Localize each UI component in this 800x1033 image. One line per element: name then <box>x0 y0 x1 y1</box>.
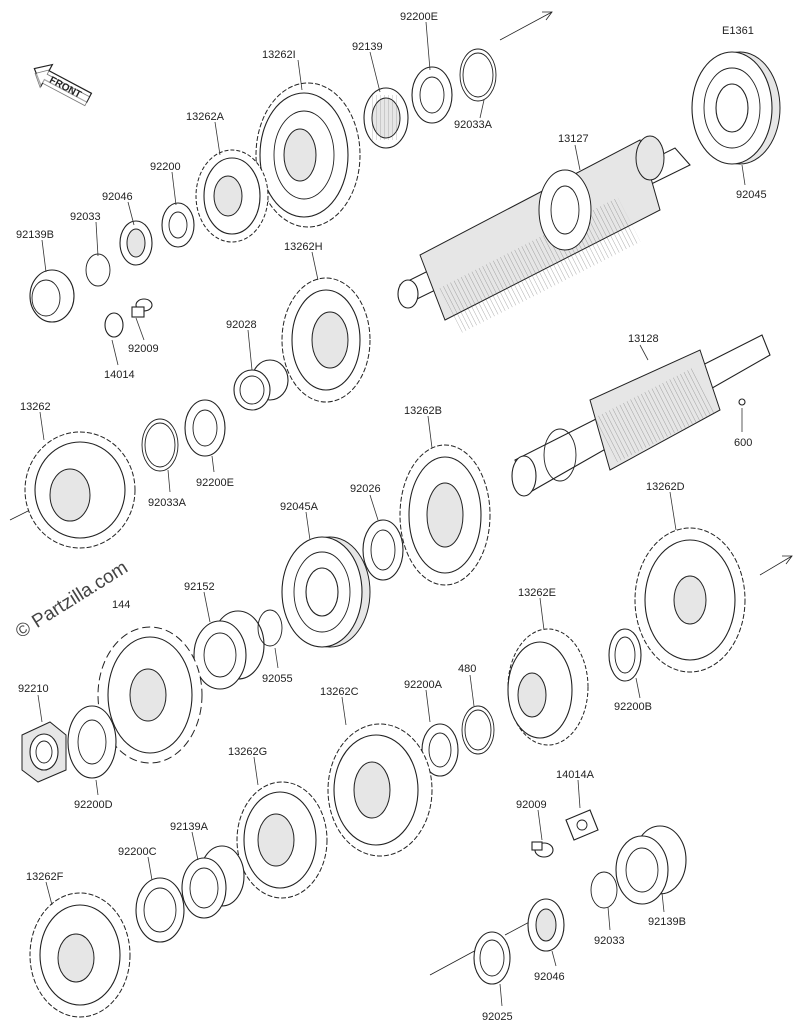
gear-13262D <box>634 527 746 673</box>
label-92139B-bottom: 92139B <box>648 916 686 928</box>
snapring-92033A-top <box>459 48 497 102</box>
label-92009-bottom: 92009 <box>516 799 547 811</box>
bushing-92028 <box>233 359 289 411</box>
label-92025: 92025 <box>482 1011 513 1023</box>
diagram-id: E1361 <box>722 25 754 37</box>
bolt-92009-top <box>131 298 153 318</box>
needle-bearing-92046-bottom <box>527 898 565 952</box>
bushing-92139B-top <box>29 269 75 323</box>
washer-92200D <box>67 705 117 779</box>
label-92045A: 92045A <box>280 501 319 513</box>
label-92055: 92055 <box>262 673 293 685</box>
label-92210: 92210 <box>18 683 49 695</box>
label-13262E: 13262E <box>518 587 556 599</box>
assembly-axes <box>9 11 793 976</box>
label-92028: 92028 <box>226 319 257 331</box>
label-92139A: 92139A <box>170 821 209 833</box>
label-92139: 92139 <box>352 41 383 53</box>
stopper-14014 <box>104 312 124 338</box>
label-13262A: 13262A <box>186 111 225 123</box>
label-92200C: 92200C <box>118 846 157 858</box>
label-92033A-mid: 92033A <box>148 497 187 509</box>
bushing-92139B-bottom <box>615 825 687 905</box>
label-92033-top: 92033 <box>70 211 101 223</box>
label-13127: 13127 <box>558 133 589 145</box>
label-92200E-mid: 92200E <box>196 477 234 489</box>
oring-92055 <box>257 609 283 647</box>
label-92139B-top: 92139B <box>16 229 54 241</box>
needle-bearing-92046-top <box>119 220 153 266</box>
collar-92152 <box>193 610 265 690</box>
label-92033-bottom: 92033 <box>594 935 625 947</box>
label-480: 480 <box>458 663 476 675</box>
gear-13262B <box>399 444 491 586</box>
washer-92200 <box>161 202 195 248</box>
gear-13262H <box>281 277 371 403</box>
label-92200D: 92200D <box>74 799 113 811</box>
snapring-92033-bottom <box>590 871 618 909</box>
label-600: 600 <box>734 437 752 449</box>
label-92026: 92026 <box>350 483 381 495</box>
label-92200: 92200 <box>150 161 181 173</box>
washer-92200A <box>421 723 459 777</box>
label-92200A: 92200A <box>404 679 443 691</box>
label-13128: 13128 <box>628 333 659 345</box>
label-13262D: 13262D <box>646 481 685 493</box>
part-labels: E1361 92200E 92139 13262I 13262A 92200 9… <box>16 11 767 1023</box>
label-144: 144 <box>112 599 130 611</box>
label-13262I: 13262I <box>262 49 296 61</box>
bearing-92045A <box>281 536 371 648</box>
gear-13262G <box>236 781 328 899</box>
gear-13262E <box>507 628 589 746</box>
label-13262H: 13262H <box>284 241 323 253</box>
gear-13262 <box>24 431 136 549</box>
label-92200E-top: 92200E <box>400 11 438 23</box>
snapring-92033A-mid <box>141 418 179 472</box>
gear-13262I <box>255 82 361 228</box>
washer-92200E-top <box>411 66 453 124</box>
bushing-92139A <box>181 845 245 919</box>
label-92046-top: 92046 <box>102 191 133 203</box>
label-92152: 92152 <box>184 581 215 593</box>
gear-13262C <box>327 723 433 857</box>
label-13262G: 13262G <box>228 746 267 758</box>
needle-bearing-92139 <box>363 87 409 149</box>
washer-92200B <box>608 628 642 682</box>
label-13262: 13262 <box>20 401 51 413</box>
bolt-92009-bottom <box>531 841 554 858</box>
snapring-92033-top <box>85 253 111 287</box>
label-13262F: 13262F <box>26 871 64 883</box>
washer-92026 <box>362 519 404 581</box>
gear-13262F <box>29 892 131 1018</box>
sprocket-144 <box>97 626 203 764</box>
front-arrow-icon: FRONT <box>33 63 93 107</box>
label-92200B: 92200B <box>614 701 652 713</box>
washer-92200E-mid <box>184 399 226 457</box>
label-92033A-top: 92033A <box>454 119 493 131</box>
leader-lines <box>37 21 746 1007</box>
bearing-92045 <box>691 51 781 165</box>
label-13262B: 13262B <box>404 405 442 417</box>
shaft-13128 <box>511 334 771 497</box>
snapring-480 <box>461 705 495 755</box>
washer-92200C <box>135 877 185 943</box>
stopper-14014A <box>565 809 599 841</box>
label-14014: 14014 <box>104 369 135 381</box>
label-92009-top: 92009 <box>128 343 159 355</box>
ball-600 <box>738 398 746 406</box>
nut-92210 <box>21 721 67 783</box>
gear-13262A <box>195 149 269 243</box>
shaft-13127 <box>397 135 691 333</box>
label-14014A: 14014A <box>556 769 595 781</box>
label-92045: 92045 <box>736 189 767 201</box>
label-13262C: 13262C <box>320 686 359 698</box>
label-92046-bottom: 92046 <box>534 971 565 983</box>
washer-92025 <box>473 931 511 985</box>
